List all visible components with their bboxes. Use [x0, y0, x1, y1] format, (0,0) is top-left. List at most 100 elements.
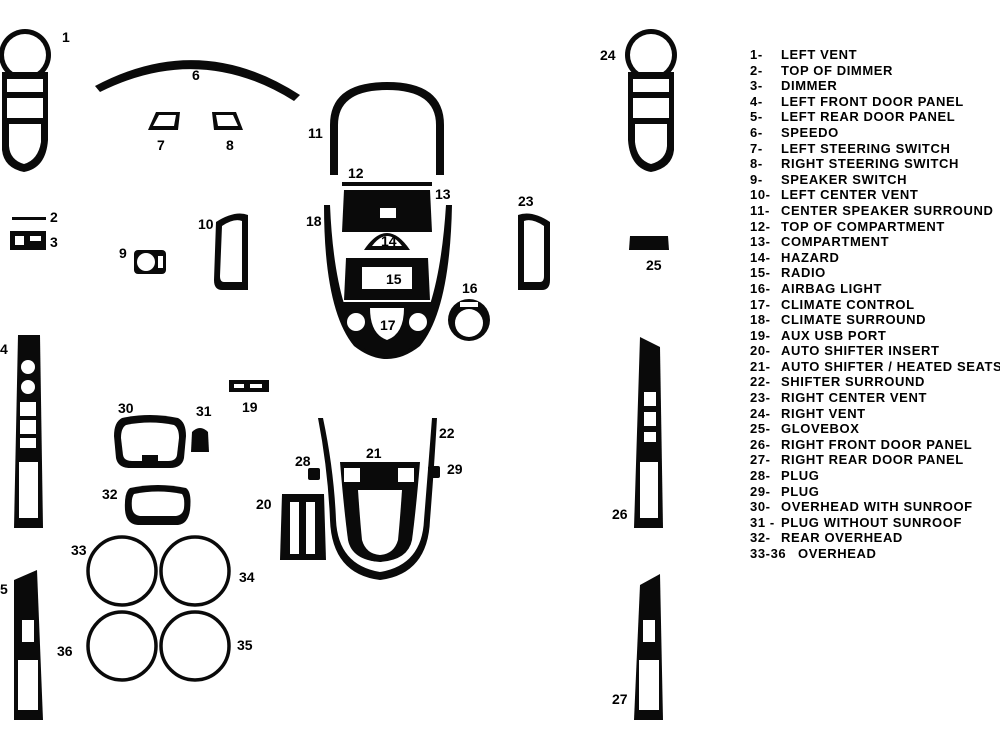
legend-label: PLUG WITHOUT SUNROOF	[781, 514, 962, 530]
callout-28: 28	[295, 453, 311, 469]
legend-number: 8-	[750, 156, 763, 172]
part-overhead-with-sunroof	[114, 415, 186, 468]
part-center-speaker-surround	[330, 82, 444, 175]
part-airbag-light	[448, 299, 490, 341]
legend-item: 12-TOP OF COMPARTMENT	[750, 219, 1000, 235]
legend-number: 19-	[750, 327, 771, 343]
legend-label: LEFT CENTER VENT	[781, 187, 919, 203]
callout-14: 14	[381, 233, 397, 249]
legend-item: 14-HAZARD	[750, 250, 1000, 266]
legend-label: CLIMATE CONTROL	[781, 296, 915, 312]
legend-number: 2-	[750, 62, 763, 78]
legend-number: 30-	[750, 499, 771, 515]
legend-item: 20-AUTO SHIFTER INSERT	[750, 343, 1000, 359]
legend-label: TOP OF DIMMER	[781, 62, 894, 78]
legend-item: 28-PLUG	[750, 468, 1000, 484]
legend-number: 5-	[750, 109, 763, 125]
part-rear-overhead	[124, 485, 191, 525]
part-hazard	[364, 233, 410, 250]
legend-item: 7- LEFT STEERING SWITCH	[750, 141, 1000, 157]
legend-item: 19-AUX USB PORT	[750, 328, 1000, 344]
legend-label: SPEAKER SWITCH	[781, 171, 908, 187]
callout-26: 26	[612, 506, 628, 522]
legend-number: 10-	[750, 187, 771, 203]
legend-number: 31 -	[750, 514, 775, 530]
part-dimmer	[10, 231, 46, 250]
legend-item: 11-CENTER SPEAKER SURROUND	[750, 203, 1000, 219]
part-plug-without-sunroof	[191, 428, 209, 452]
legend-number: 21-	[750, 358, 771, 374]
legend-label: PLUG	[781, 483, 820, 499]
legend-item: 25- GLOVEBOX	[750, 421, 1000, 437]
part-compartment	[342, 190, 432, 232]
legend-label: AUTO SHIFTER / HEATED SEATS	[781, 358, 1000, 374]
part-speedo	[95, 60, 300, 101]
callout-19: 19	[242, 399, 258, 415]
part-left-rear-door-panel	[14, 570, 43, 720]
legend-number: 4-	[750, 93, 763, 109]
legend-item: 31 - PLUG WITHOUT SUNROOF	[750, 515, 1000, 531]
legend-label: RIGHT STEERING SWITCH	[781, 156, 959, 172]
legend-item: 8- RIGHT STEERING SWITCH	[750, 156, 1000, 172]
legend-number: 20-	[750, 343, 771, 359]
legend-label: GLOVEBOX	[781, 421, 860, 437]
part-radio	[344, 258, 430, 300]
callout-3: 3	[50, 234, 58, 250]
callout-31: 31	[196, 403, 212, 419]
legend-item: 29-PLUG	[750, 484, 1000, 500]
legend-number: 7-	[750, 140, 763, 156]
legend-label: SHIFTER SURROUND	[781, 374, 925, 390]
legend-label: LEFT REAR DOOR PANEL	[781, 109, 956, 125]
part-right-steering-switch	[212, 112, 243, 130]
legend-item: 27-RIGHT REAR DOOR PANEL	[750, 452, 1000, 468]
legend-number: 17-	[750, 296, 771, 312]
legend-label: RIGHT VENT	[781, 405, 866, 421]
legend-item: 9-SPEAKER SWITCH	[750, 172, 1000, 188]
callout-27: 27	[612, 691, 628, 707]
legend-item: 6-SPEEDO	[750, 125, 1000, 141]
legend-item: 21- AUTO SHIFTER / HEATED SEATS	[750, 359, 1000, 375]
part-top-of-dimmer	[12, 217, 46, 220]
callout-36: 36	[57, 643, 73, 659]
legend-label: HAZARD	[781, 249, 840, 265]
callout-30: 30	[118, 400, 134, 416]
legend-label: RIGHT FRONT DOOR PANEL	[781, 436, 973, 452]
part-overhead-35	[159, 610, 231, 682]
callout-15: 15	[386, 271, 402, 287]
legend-label: CLIMATE SURROUND	[781, 312, 927, 328]
callout-21: 21	[366, 445, 382, 461]
legend-number: 11-	[750, 202, 770, 218]
legend-number: 25-	[750, 421, 771, 437]
callout-11: 11	[308, 125, 323, 141]
callout-35: 35	[237, 637, 253, 653]
part-right-center-vent	[518, 213, 550, 290]
callout-6: 6	[192, 67, 200, 83]
legend-label: COMPARTMENT	[781, 234, 890, 250]
legend-item: 2- TOP OF DIMMER	[750, 63, 1000, 79]
part-overhead-34	[159, 535, 231, 607]
callout-20: 20	[256, 496, 272, 512]
legend-label: AIRBAG LIGHT	[781, 280, 883, 296]
legend-label: TOP OF COMPARTMENT	[781, 218, 945, 234]
callout-12: 12	[348, 165, 364, 181]
legend-item: 15-RADIO	[750, 265, 1000, 281]
callout-22: 22	[439, 425, 455, 441]
part-plug-28	[308, 468, 320, 480]
legend-label: DIMMER	[781, 78, 838, 94]
part-glovebox	[629, 236, 669, 250]
callout-24: 24	[600, 47, 616, 63]
legend-number: 27-	[750, 452, 771, 468]
legend-item: 4- LEFT FRONT DOOR PANEL	[750, 94, 1000, 110]
legend-label: LEFT STEERING SWITCH	[781, 140, 951, 156]
callout-1: 1	[62, 29, 70, 45]
callout-9: 9	[119, 245, 127, 261]
legend-item: 5- LEFT REAR DOOR PANEL	[750, 109, 1000, 125]
legend-item: 32-REAR OVERHEAD	[750, 530, 1000, 546]
legend-label: LEFT FRONT DOOR PANEL	[781, 93, 964, 109]
legend-item: 1-LEFT VENT	[750, 47, 1000, 63]
callout-32: 32	[102, 486, 118, 502]
part-left-center-vent	[214, 213, 248, 290]
part-climate-control	[338, 302, 436, 355]
